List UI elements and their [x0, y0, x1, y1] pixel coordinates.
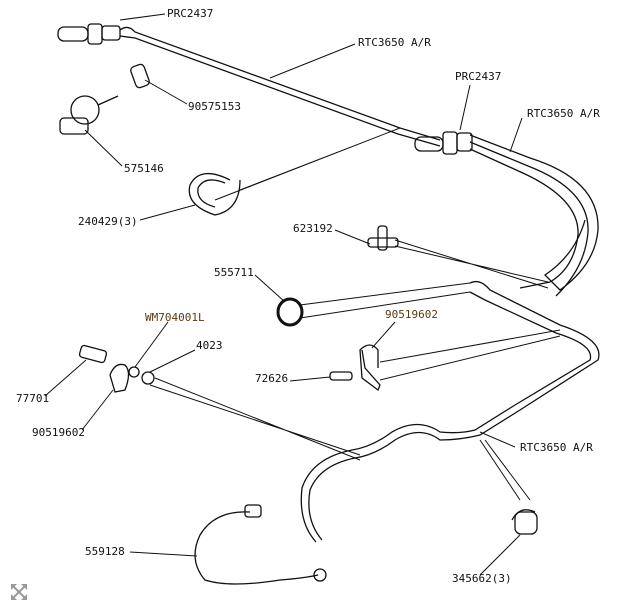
part-559128-lead [194, 504, 327, 585]
label-90575153: 90575153 [188, 100, 241, 113]
part-90575153 [130, 63, 150, 89]
label-90519602-right: 90519602 [385, 308, 438, 321]
label-rtc3650-mid: RTC3650 A/R [527, 107, 600, 120]
lower-pipe [300, 280, 600, 543]
label-623192: 623192 [293, 222, 333, 235]
label-72626: 72626 [255, 372, 289, 385]
label-555711: 555711 [214, 266, 254, 279]
part-575146 [59, 95, 119, 135]
prc2437-mid-part [414, 131, 473, 155]
label-prc2437-top: PRC2437 [167, 7, 214, 20]
part-240429-clip [188, 173, 241, 216]
part-90519602-right [329, 344, 381, 392]
label-rtc3650-low: RTC3650 A/R [520, 441, 593, 454]
label-4023: 4023 [196, 339, 223, 352]
label-77701: 77701 [16, 392, 50, 405]
expand-arrows-icon[interactable] [10, 583, 28, 601]
label-559128: 559128 [85, 545, 125, 558]
upper-pipe [119, 26, 441, 147]
label-prc2437-mid: PRC2437 [455, 70, 502, 83]
label-wm704001l: WM704001L [145, 311, 205, 324]
label-240429: 240429(3) [78, 215, 138, 228]
leader-lines [44, 13, 561, 576]
part-555711-grommet [276, 297, 304, 327]
left-small-parts [78, 344, 155, 393]
right-pipe-bundle [469, 134, 599, 297]
prc2437-top-part [57, 23, 121, 45]
part-623192-tee [367, 225, 399, 251]
part-345662-clip [511, 509, 538, 535]
label-575146: 575146 [124, 162, 164, 175]
label-rtc3650-top: RTC3650 A/R [358, 36, 431, 49]
label-345662: 345662(3) [452, 572, 512, 585]
label-90519602-left: 90519602 [32, 426, 85, 439]
